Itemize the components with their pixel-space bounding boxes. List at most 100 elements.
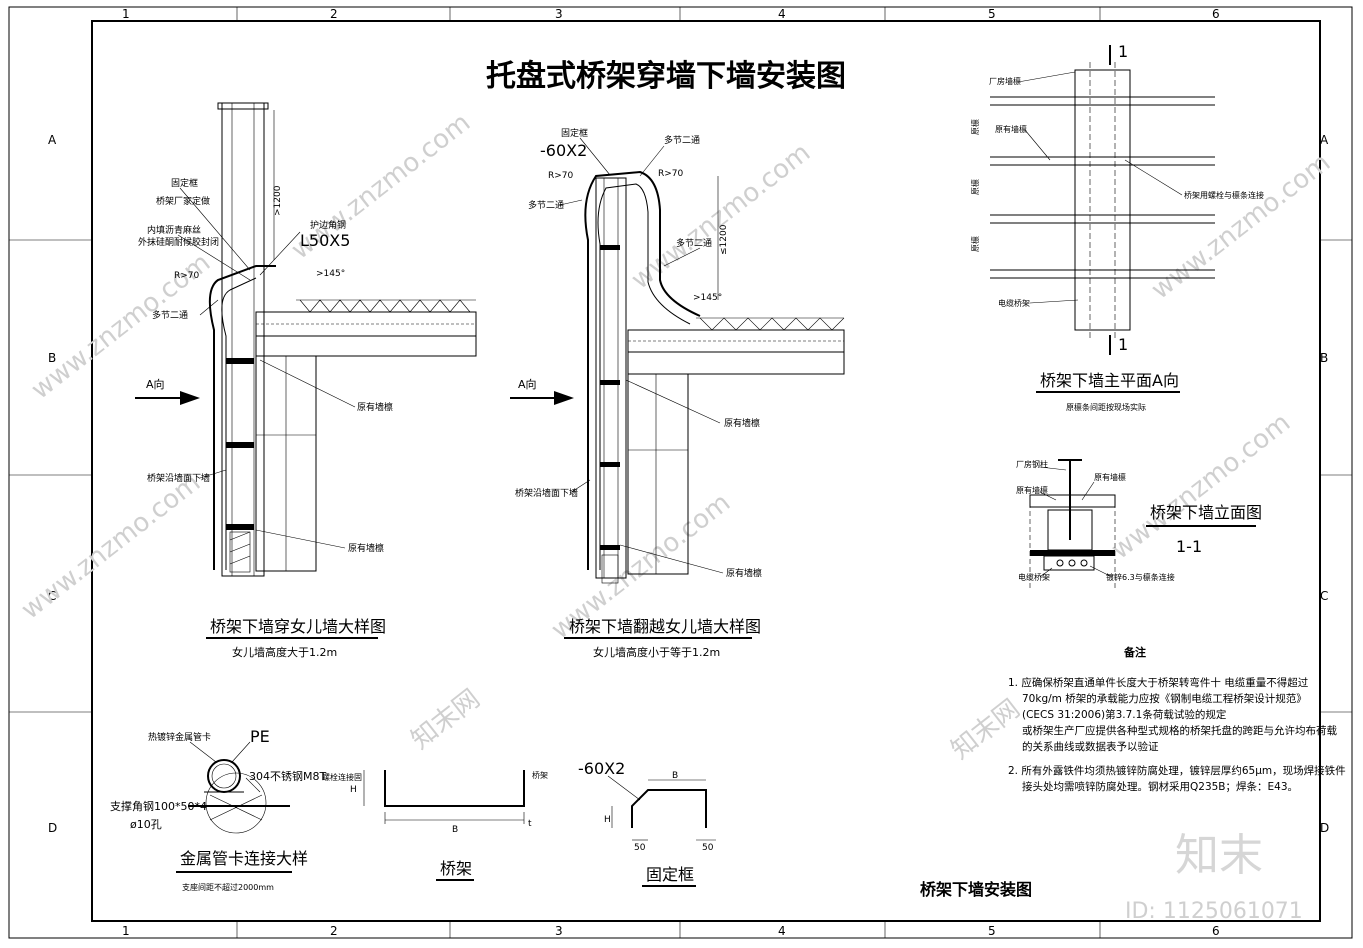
- section-bolt-label: 镀锌6.3与檩条连接: [1106, 572, 1175, 582]
- section-subcaption: 1-1: [1176, 537, 1202, 556]
- d2-deg145-label: >145°: [693, 293, 722, 303]
- d2-fix-frame-label: 固定框: [561, 127, 588, 139]
- watermark-logo: 知末: [1175, 830, 1263, 881]
- section-view-1-1: 厂房钢柱 原有墙檩 原有墙檩 电缆桥架 镀锌6.3与檩条连接 桥架下墙立面图 1…: [1016, 459, 1262, 590]
- d1-purlin1-label: 原有墙檩: [357, 401, 393, 413]
- tray-t-label: t: [528, 819, 532, 829]
- clamp-caption: 金属管卡连接大样: [180, 849, 308, 868]
- watermark-brand-1: 知末网: [406, 684, 486, 756]
- d1-multi-joint-label: 多节二通: [152, 309, 188, 321]
- d2-plate-label: -60X2: [540, 141, 587, 160]
- d2-multi-joint2-label: 多节二通: [664, 134, 700, 146]
- plan-bottom-label: 电缆桥架: [998, 298, 1030, 308]
- grid-col-bot-2: 2: [330, 924, 338, 938]
- notes-line-1: 1. 应确保桥架直通单件长度大于桥架转弯件十 电缆重量不得超过: [1008, 676, 1309, 689]
- d1-plate-label: 桥架厂家定做: [156, 195, 210, 207]
- d1-angle-label: L50X5: [300, 231, 350, 250]
- pipe-clamp-detail: 热镀锌金属管卡 PE 304不锈钢M8T 螺栓连接固 支撑角钢100*50*4 …: [110, 727, 362, 892]
- grid-col-bot-3: 3: [555, 924, 563, 938]
- d1-dim-1200: >1200: [273, 185, 283, 216]
- grid-col-top-6: 6: [1212, 7, 1220, 21]
- plan-fixing-label: 桥架用螺栓与檩条连接: [1184, 190, 1264, 200]
- d1-seal2-label: 外抹硅酮耐候胶封闭: [138, 236, 219, 248]
- clamp-label: 热镀锌金属管卡: [148, 731, 211, 743]
- grid-col-top-2: 2: [330, 7, 338, 21]
- frame-caption: 固定框: [646, 865, 694, 884]
- section-caption: 桥架下墙立面图: [1150, 503, 1262, 522]
- notes-block: 备注 1. 应确保桥架直通单件长度大于桥架转弯件十 电缆重量不得超过 70kg/…: [1008, 645, 1346, 793]
- grid-row-right-c: C: [1320, 589, 1328, 603]
- fixing-frame-detail: -60X2 B H 50 50 固定框: [578, 759, 716, 887]
- tray-caption: 桥架: [440, 859, 472, 878]
- watermark-id: ID: 1125061071: [1125, 899, 1303, 924]
- drawing-2-over-parapet: 固定框 -60X2 R>70 多节二通 多节二通 R>70 多节二通 ≤1200…: [510, 127, 845, 659]
- frame-h-label: H: [604, 815, 611, 825]
- clamp-hole-label: ø10孔: [130, 818, 162, 831]
- grid-col-bot-4: 4: [778, 924, 786, 938]
- grid-col-top-1: 1: [122, 7, 130, 21]
- watermark-site-7: www.znzmo.com: [16, 468, 206, 626]
- grid-row-left-b: B: [48, 351, 56, 365]
- plan-factory-label: 厂房墙檩: [989, 76, 1021, 86]
- frame-plate-label: -60X2: [578, 759, 625, 778]
- clamp-pe-label: PE: [250, 727, 270, 746]
- grid-col-top-5: 5: [988, 7, 996, 21]
- clamp-support-label: 支撑角钢100*50*4: [110, 799, 207, 813]
- watermark-site-6: www.znzmo.com: [1146, 148, 1336, 306]
- grid-row-right-a: A: [1320, 133, 1329, 147]
- plan-section-mark-top: 1: [1118, 42, 1128, 61]
- section-purlin-right-label: 原有墙檩: [1094, 472, 1126, 482]
- section-purlin-left-label: 原有墙檩: [1016, 485, 1048, 495]
- d2-dim-1200: ≤1200: [719, 224, 729, 255]
- notes-line-5: 的关系曲线或数据表予以验证: [1022, 740, 1159, 753]
- d1-subcaption: 女儿墙高度大于1.2m: [232, 645, 337, 659]
- grid-row-left-d: D: [48, 821, 57, 835]
- watermark-brand-2: 知末网: [946, 694, 1026, 766]
- grid-col-top-3: 3: [555, 7, 563, 21]
- grid-row-left-a: A: [48, 133, 57, 147]
- footer-title: 桥架下墙安装图: [920, 880, 1032, 899]
- grid-row-left-c: C: [48, 589, 56, 603]
- drawing-1-through-parapet: 固定框 桥架厂家定做 内填沥青麻丝 外抹硅酮耐候胶封闭 护边角钢 L50X5 >…: [135, 102, 477, 659]
- d1-guard-label: 护边角钢: [310, 219, 346, 231]
- notes-heading: 备注: [1123, 645, 1146, 659]
- d1-deg145-label: >145°: [316, 269, 345, 279]
- d1-caption: 桥架下墙穿女儿墙大样图: [210, 617, 386, 636]
- tray-detail: H B t 桥架 桥架: [350, 770, 548, 881]
- notes-line-2: 70kg/m 桥架的承载能力应按《钢制电缆工程桥架设计规范》: [1022, 692, 1307, 705]
- d2-caption: 桥架下墙翻越女儿墙大样图: [569, 617, 761, 636]
- grid-col-bot-1: 1: [122, 924, 130, 938]
- d2-subcaption: 女儿墙高度小于等于1.2m: [593, 645, 720, 659]
- notes-line-3: (CECS 31:2006)第3.7.1条荷载试验的规定: [1022, 708, 1227, 721]
- frame-d1-label: 50: [634, 843, 646, 853]
- d1-a-direction: A向: [146, 377, 165, 391]
- sheet-frame: 1 2 3 4 5 6 1 2 3 4 5 6 A B C D A B C D: [8, 6, 1353, 939]
- d2-a-direction: A向: [518, 377, 537, 391]
- frame-d2-label: 50: [702, 843, 714, 853]
- d1-along-wall-label: 桥架沿墙面下墙: [147, 472, 210, 484]
- tray-b-label: B: [452, 825, 458, 835]
- section-tray-label: 电缆桥架: [1018, 572, 1050, 582]
- d1-r70-label: R>70: [174, 271, 200, 281]
- plan-view-a-direction: 1 1 厂房墙檩 原有墙檩 原檩 原檩 原檩 桥架用螺栓与檩条连接 电缆桥架 桥…: [970, 42, 1264, 412]
- watermark-site-3: www.znzmo.com: [626, 138, 816, 296]
- plan-caption: 桥架下墙主平面A向: [1040, 371, 1179, 390]
- plan-subcaption: 原檩条间距按现场实际: [1066, 402, 1146, 412]
- notes-line-7: 接头处均需喷锌防腐处理。钢材采用Q235B；焊条：E43。: [1022, 780, 1298, 793]
- clamp-bolt-label: 304不锈钢M8T: [249, 770, 326, 783]
- d2-r70a-label: R>70: [548, 171, 574, 181]
- grid-row-right-b: B: [1320, 351, 1328, 365]
- d1-purlin2-label: 原有墙檩: [348, 542, 384, 554]
- frame-b-label: B: [672, 771, 678, 781]
- clamp-subcaption: 支座间距不超过2000mm: [182, 882, 274, 892]
- d2-purlin1-label: 原有墙檩: [724, 417, 760, 429]
- notes-line-6: 2. 所有外露铁件均须热镀锌防腐处理，镀锌层厚约65μm，现场焊接铁件: [1008, 764, 1346, 777]
- d1-fix-frame-label: 固定框: [171, 177, 198, 189]
- plan-side-label-1: 原檩: [970, 119, 980, 135]
- d2-multi-joint1-label: 多节二通: [528, 199, 564, 211]
- section-steel-label: 厂房钢柱: [1016, 459, 1048, 469]
- plan-side-label-3: 原檩: [970, 236, 980, 252]
- tray-note-label: 桥架: [532, 770, 548, 780]
- grid-col-bot-5: 5: [988, 924, 996, 938]
